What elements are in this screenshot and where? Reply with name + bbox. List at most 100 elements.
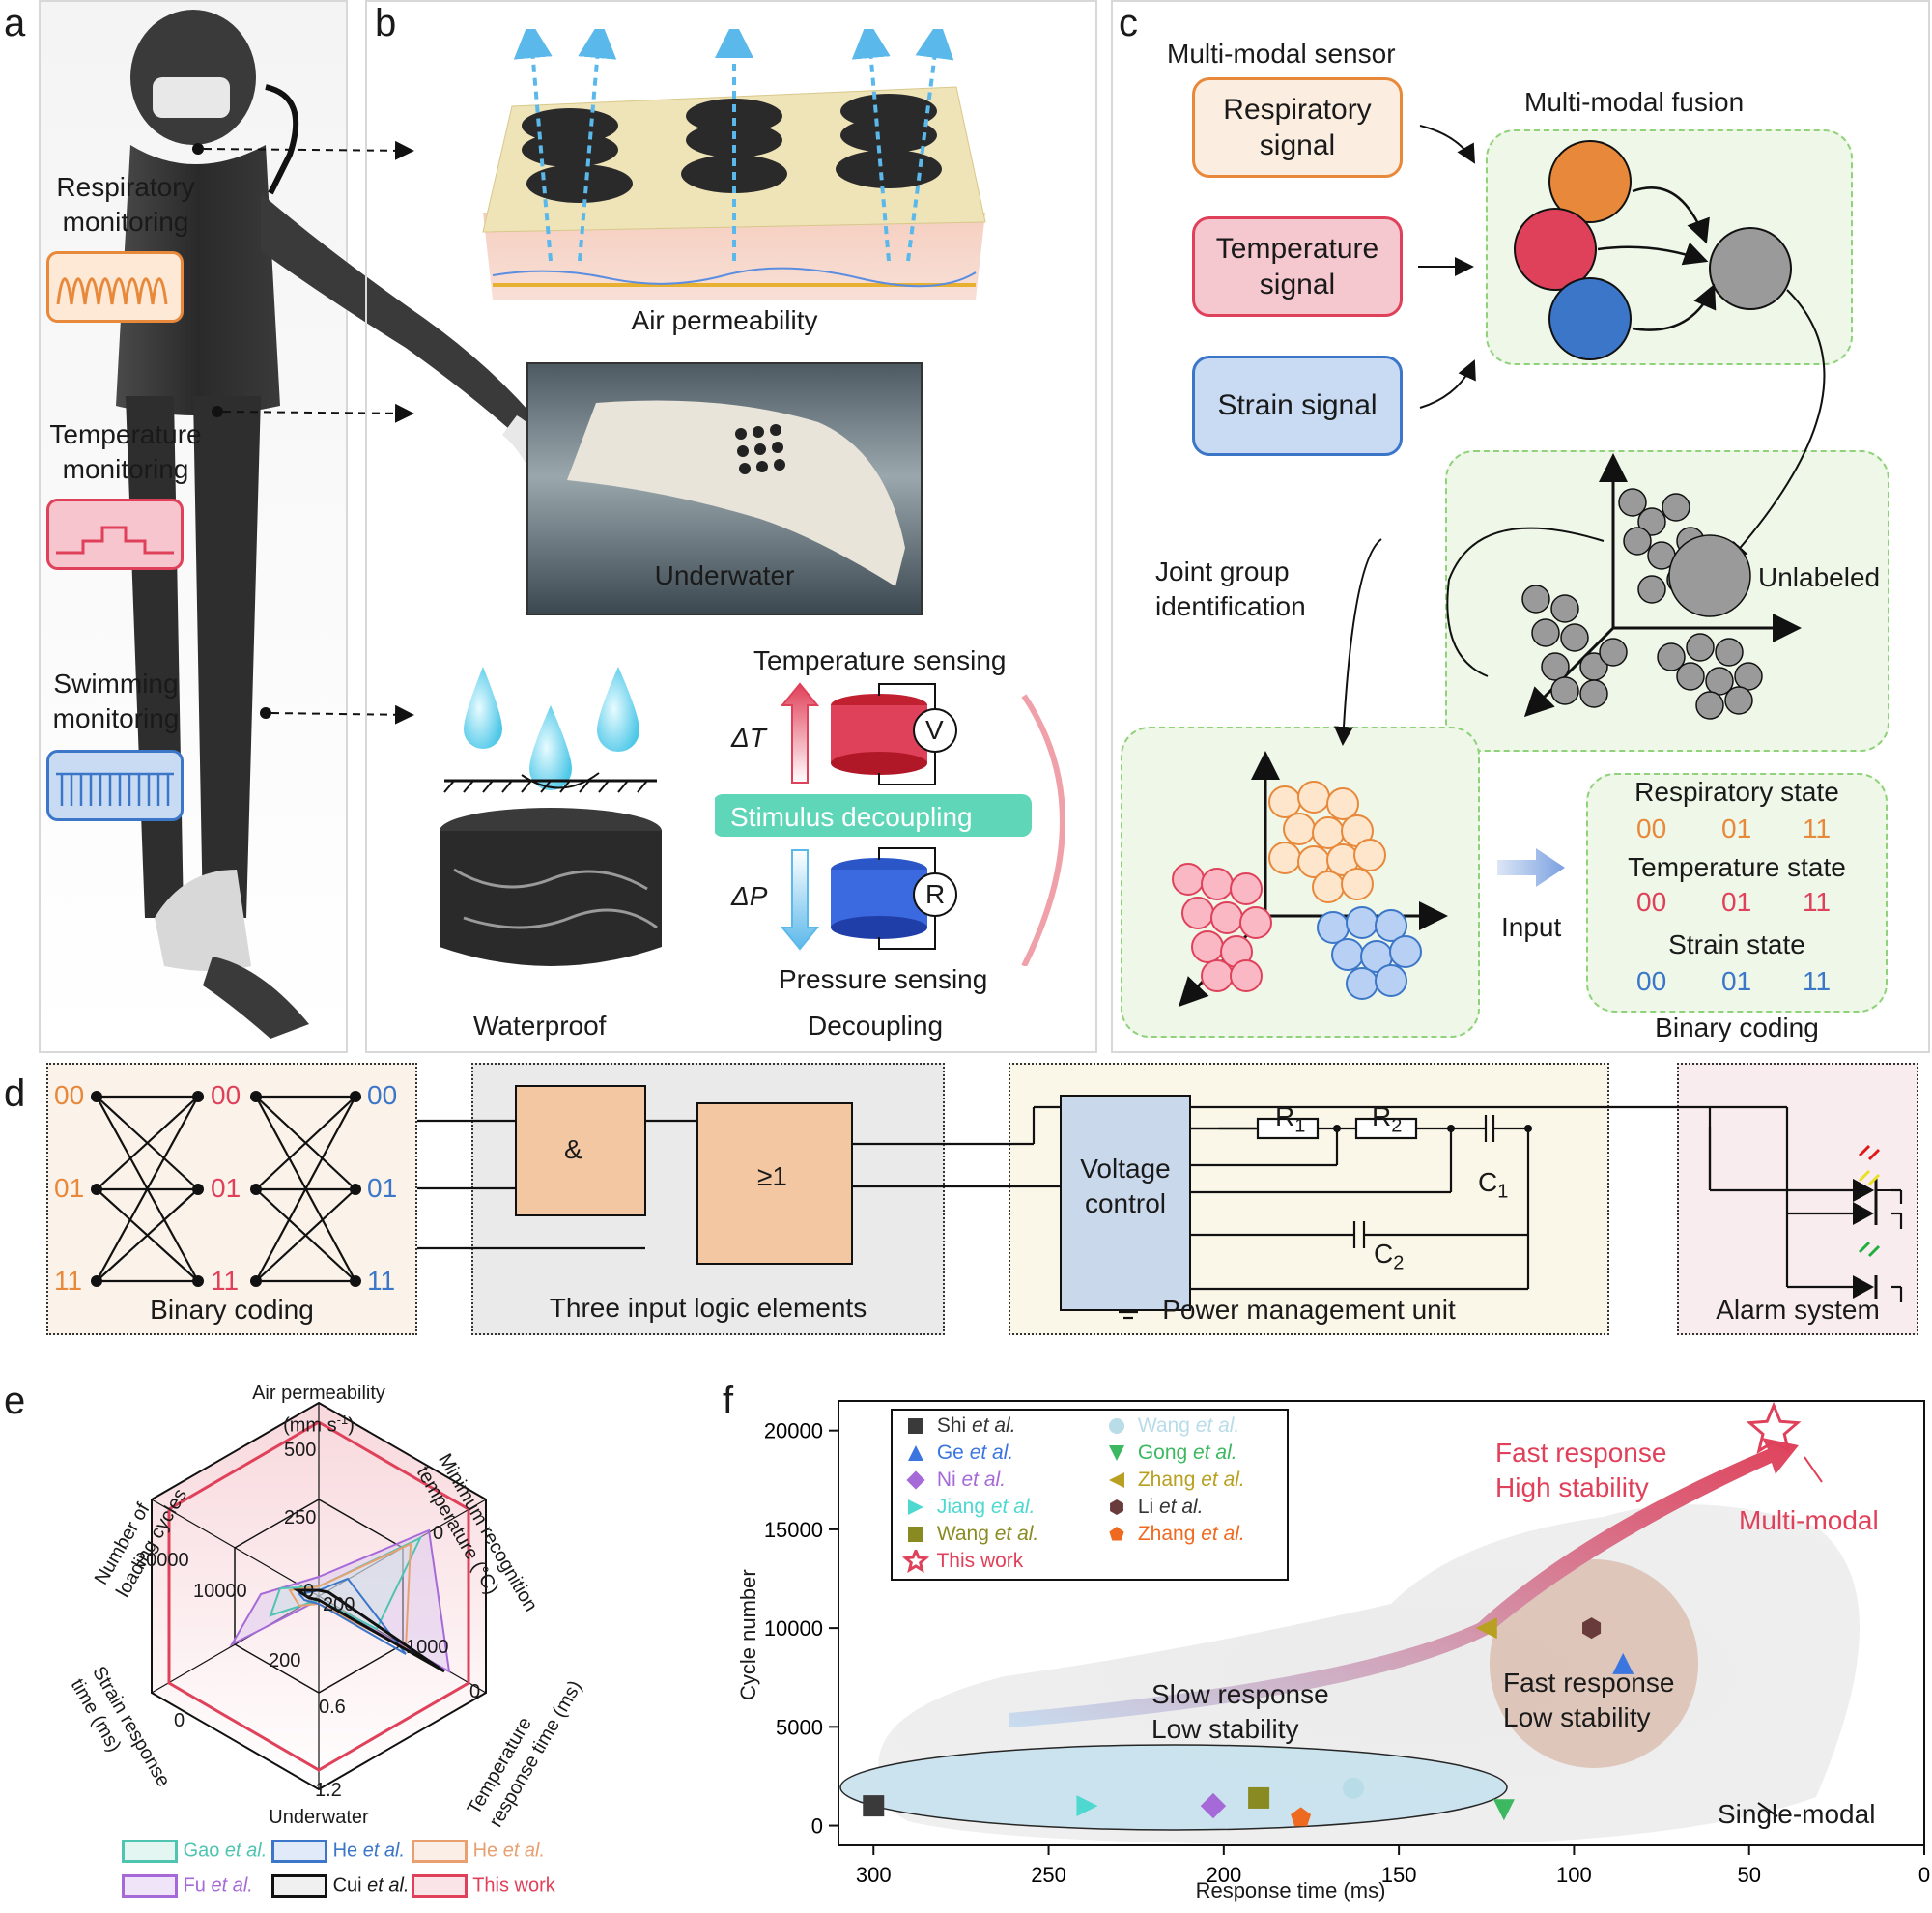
legend-name: Wang	[1132, 1414, 1190, 1437]
swimming-waveform-icon	[46, 750, 184, 821]
strain-code-00: 00	[1636, 966, 1667, 996]
and-gate-symbol: &	[564, 1134, 582, 1164]
legend-suffix: et al.	[988, 1523, 1039, 1545]
d-right-code-01: 01	[367, 1173, 398, 1203]
respiratory-code-00: 00	[1636, 814, 1667, 843]
square-marker-icon	[908, 1527, 923, 1543]
legend-item-zhang: Zhang et al.	[1103, 1523, 1245, 1546]
radar-tick-tresp-1000: 1000	[406, 1637, 449, 1658]
legend-cui: Cui et al.	[271, 1874, 410, 1898]
strain-code-01: 01	[1721, 966, 1752, 996]
scatter-point-this-work-10	[1746, 1401, 1802, 1454]
d-left-code-00: 00	[54, 1080, 85, 1110]
legend-item-li: Li et al.	[1103, 1496, 1204, 1519]
scatter-point-ge-1	[1612, 1652, 1634, 1674]
legend-item-jiang: Jiang et al.	[902, 1496, 1035, 1519]
panel-c-frame	[1111, 0, 1930, 1053]
scatter-ylabel: Cycle number	[736, 1569, 760, 1700]
resistor-symbol: R	[925, 879, 946, 909]
temperature-state-label: Temperature state	[1628, 852, 1846, 882]
legend-name: Gong	[1132, 1442, 1188, 1464]
legend-suffix: et al.	[966, 1414, 1016, 1437]
panel-e-letter: e	[4, 1380, 26, 1422]
legend-fu: Fu et al.	[122, 1874, 253, 1898]
star-marker-icon	[901, 1547, 930, 1574]
strain-signal-box: Strain signal	[1192, 356, 1403, 456]
x-tick-label: 100	[1556, 1863, 1592, 1887]
legend-suffix: et al.	[1153, 1496, 1204, 1518]
radar-tick-air-250: 250	[284, 1507, 317, 1528]
radar-tick-cycles-20000: 20000	[135, 1550, 189, 1571]
panel-c-graphics	[1172, 125, 1826, 1008]
temperature-code-01: 01	[1721, 887, 1752, 917]
d-mid-code-00: 00	[211, 1080, 242, 1110]
triangle-left-marker-icon	[1109, 1472, 1124, 1489]
panel-b-frame	[365, 0, 1097, 1053]
annotation-multimodal: Multi-modal	[1739, 1505, 1879, 1535]
scatter-point-shi-0	[863, 1795, 885, 1817]
strain-state-label: Strain state	[1668, 929, 1805, 959]
x-tick-label: 300	[856, 1863, 892, 1887]
x-tick-label: 250	[1031, 1863, 1066, 1887]
multimodal-fusion-title: Multi-modal fusion	[1524, 87, 1745, 117]
multimodal-sensor-title: Multi-modal sensor	[1167, 39, 1396, 69]
x-tick-label: 0	[1918, 1863, 1930, 1887]
legend-suffix: et al.	[1195, 1523, 1245, 1545]
legend-item-this-work: This work	[901, 1547, 1023, 1574]
d-mid-code-01: 01	[211, 1173, 242, 1203]
underwater-photo	[526, 362, 923, 615]
legend-item-ni: Ni et al.	[902, 1469, 1006, 1492]
delta-p-label: ΔP	[731, 881, 768, 911]
legend-item-wang: Wang et al.	[1103, 1414, 1239, 1438]
strain-code-11: 11	[1803, 966, 1832, 996]
legend-name: Ni	[931, 1469, 956, 1491]
legend-name: Zhang	[1132, 1469, 1196, 1491]
voltmeter-symbol: V	[925, 715, 944, 745]
led-red-icon	[1853, 1144, 1881, 1202]
decoupling-label: Decoupling	[808, 1011, 944, 1041]
scatter-xlabel: Response time (ms)	[1195, 1878, 1386, 1902]
binary-coding-label-d: Binary coding	[150, 1295, 314, 1325]
legend-suffix: et al.	[1195, 1469, 1245, 1491]
scatter-points	[863, 1401, 1802, 1827]
legend-item-zhang: Zhang et al.	[1103, 1469, 1245, 1492]
power-management-label: Power management unit	[1162, 1295, 1456, 1325]
temperature-sensing-label: Temperature sensing	[753, 645, 1007, 675]
x-tick-label: 150	[1381, 1863, 1417, 1887]
waterproof-illustration	[440, 667, 662, 966]
y-tick-label: 10000	[764, 1616, 823, 1641]
panel-d-letter: d	[4, 1072, 26, 1115]
legend-suffix: et al.	[955, 1469, 1007, 1491]
d-mid-code-11: 11	[211, 1266, 240, 1296]
radar-chart	[151, 1401, 487, 1791]
panel-f-letter: f	[723, 1380, 734, 1422]
annotation-single-modal: Single-modal	[1718, 1799, 1876, 1829]
legend-this-work: This work	[412, 1874, 555, 1898]
r2-label: R2	[1372, 1101, 1403, 1137]
y-tick-label: 0	[811, 1814, 823, 1839]
legend-gao: Gao et al.	[122, 1840, 267, 1863]
radar-tick-min-0: 0	[433, 1523, 444, 1544]
x-tick-label: 50	[1737, 1863, 1760, 1887]
radar-axis-air: Air permeability (mm s-1)	[252, 1383, 385, 1437]
radar-tick-strain-0: 0	[174, 1710, 185, 1731]
legend-item-gong: Gong et al.	[1103, 1442, 1237, 1465]
panel-a-to-b-arrows	[192, 140, 414, 725]
unlabeled-label: Unlabeled	[1758, 562, 1881, 592]
radar-tick-air-500: 500	[284, 1440, 317, 1461]
panel-c-letter: c	[1119, 2, 1138, 44]
legend-he-orange: He et al.	[412, 1840, 545, 1863]
led-green-icon	[1853, 1241, 1881, 1299]
triangle-up-marker-icon	[908, 1445, 923, 1462]
y-tick-label: 20000	[764, 1419, 823, 1443]
or-gate-symbol: ≥1	[757, 1161, 787, 1191]
underwater-label: Underwater	[654, 560, 795, 590]
legend-suffix: et al.	[1187, 1442, 1237, 1464]
alarm-system-label: Alarm system	[1716, 1295, 1880, 1325]
legend-name: Shi	[931, 1414, 967, 1437]
